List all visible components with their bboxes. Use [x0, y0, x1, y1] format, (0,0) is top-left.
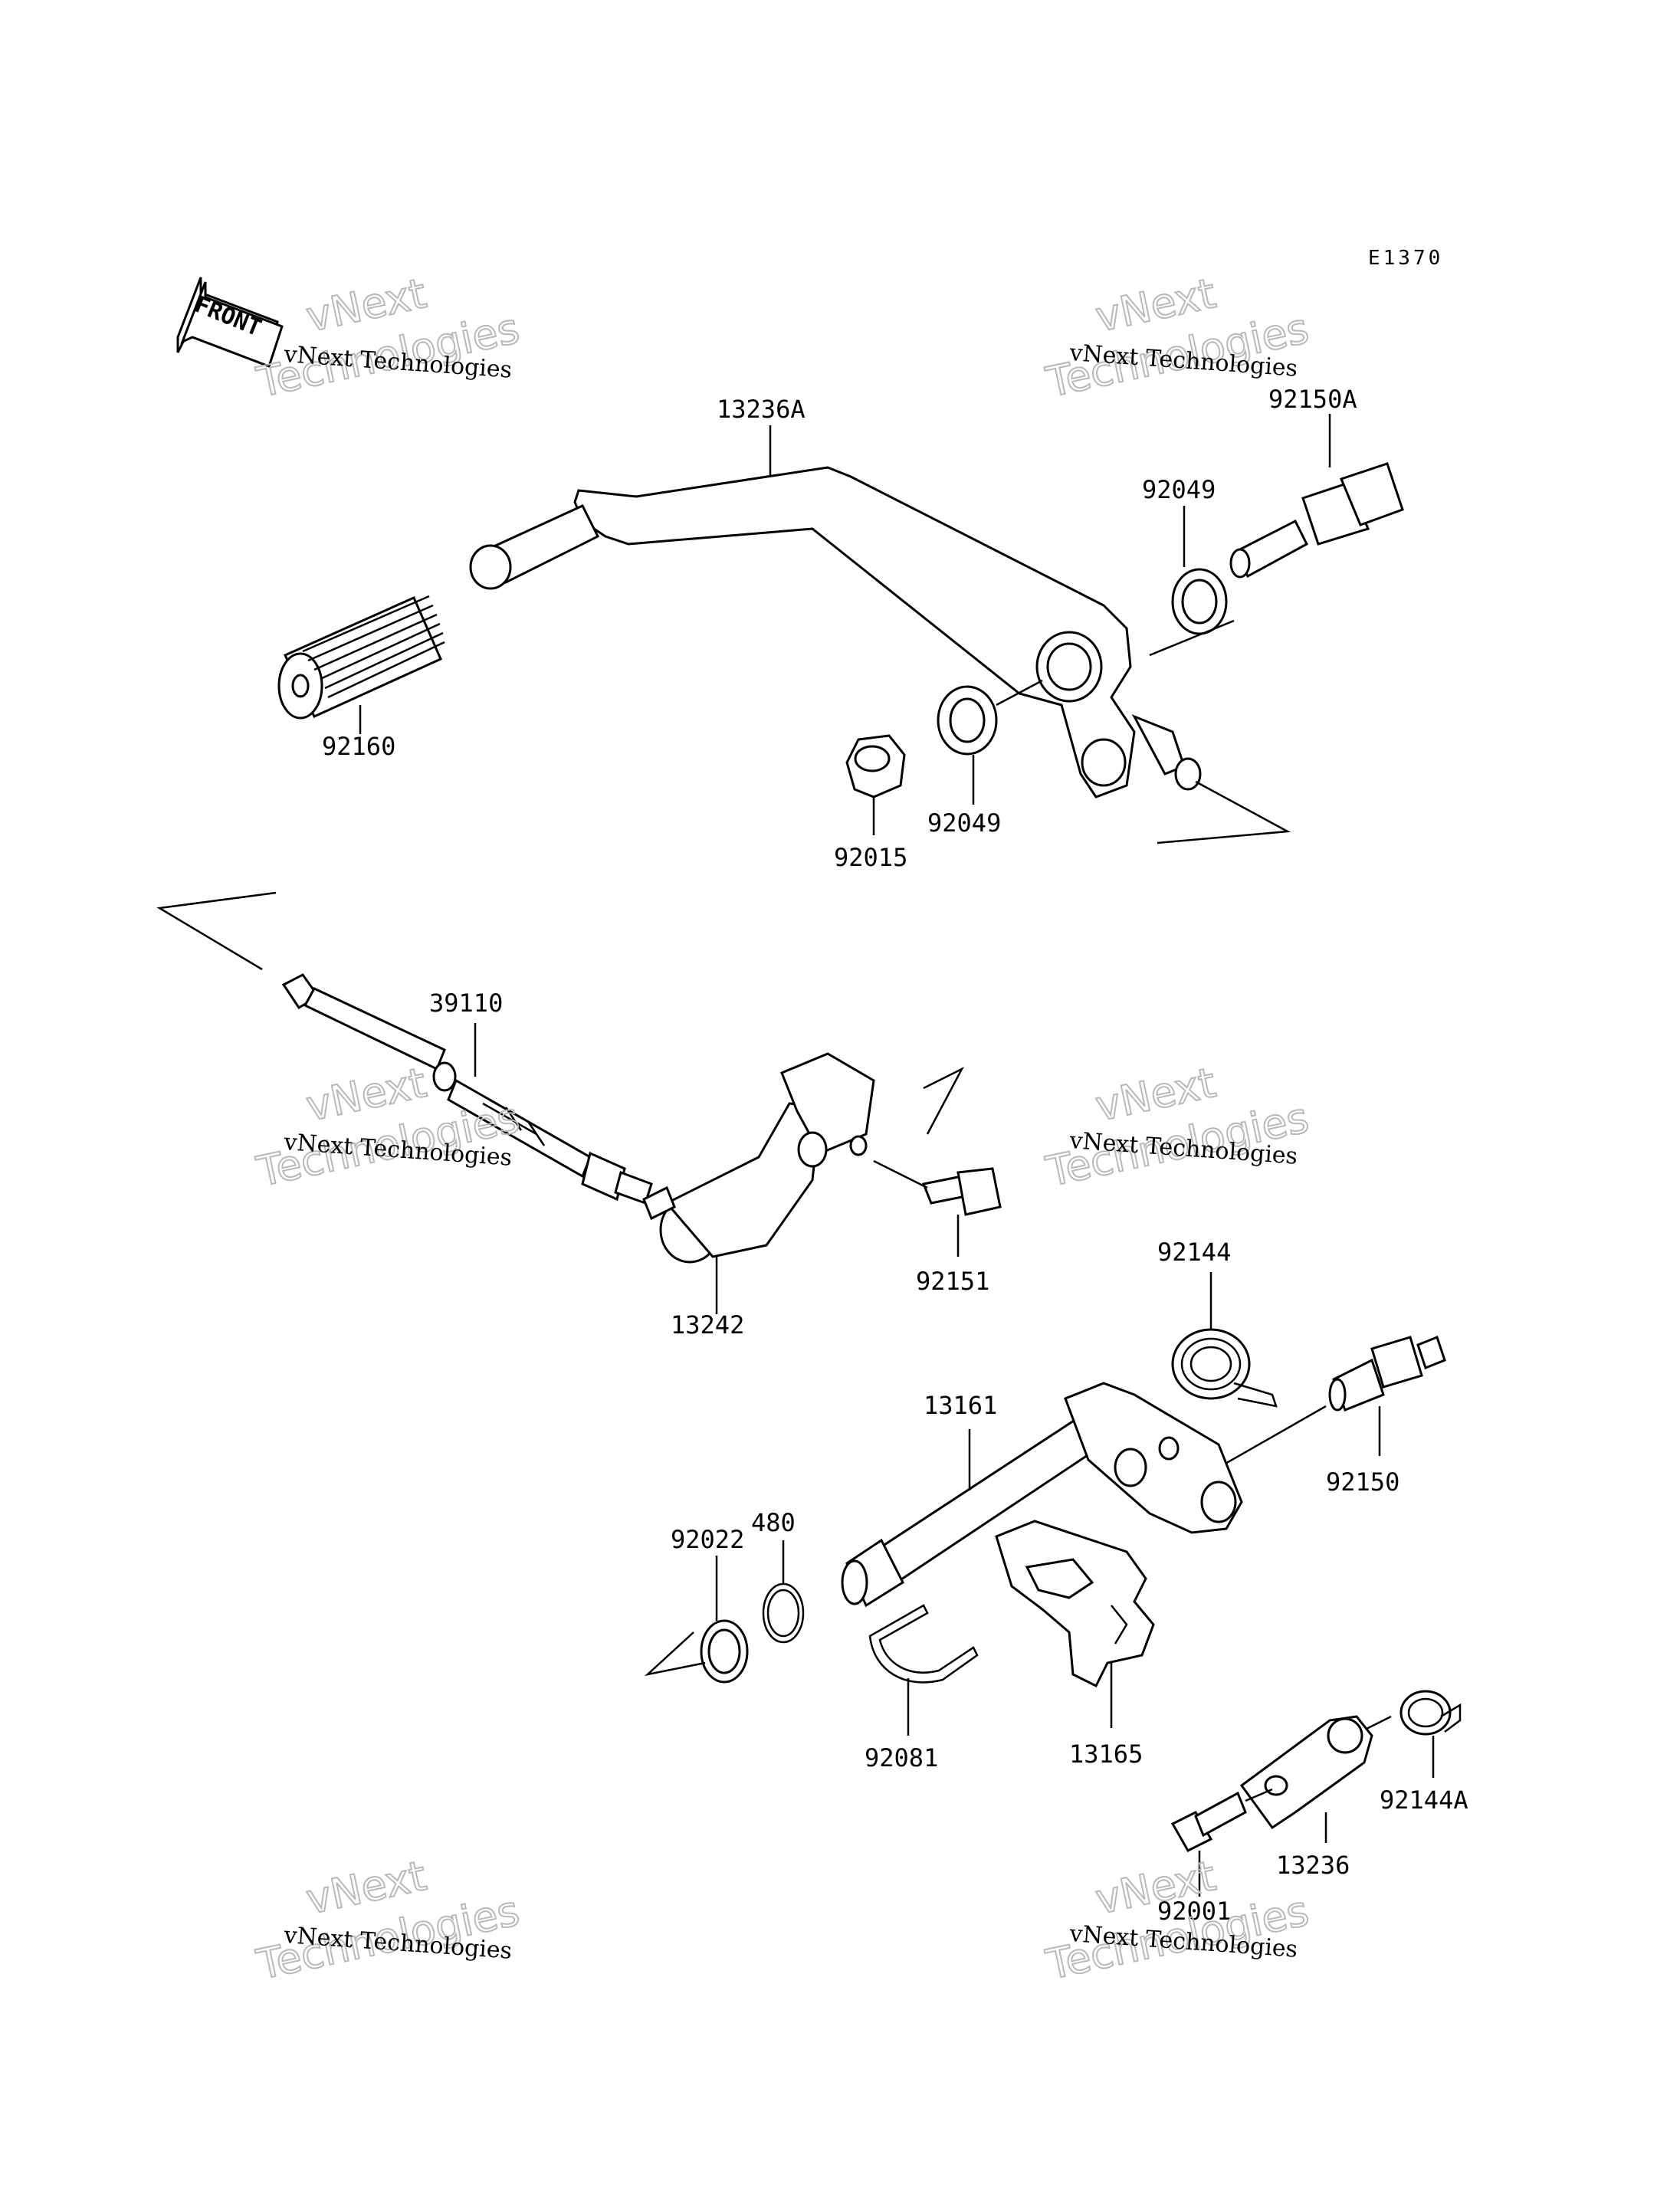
spring-stud	[1218, 1336, 1446, 1469]
part-label-92049-upper: 92049	[1142, 475, 1216, 504]
lever-arm	[1239, 1715, 1373, 1843]
part-label-13161: 13161	[924, 1391, 997, 1420]
clamp-bolt	[873, 1159, 1002, 1257]
circlip	[762, 1540, 805, 1644]
part-label-92049-lower: 92049	[927, 808, 1001, 838]
part-label-92151: 92151	[916, 1267, 989, 1296]
return-spring	[1171, 1272, 1278, 1408]
cap-nut	[845, 734, 906, 798]
watermark: vNext Technologies	[251, 268, 523, 408]
part-label-92001: 92001	[1157, 1897, 1231, 1926]
part-label-92022: 92022	[671, 1525, 744, 1554]
part-label-92160: 92160	[322, 732, 395, 761]
part-label-92015: 92015	[834, 843, 907, 872]
part-label-92144: 92144	[1157, 1238, 1231, 1267]
part-label-13236A: 13236A	[717, 395, 806, 424]
shaft-washer	[644, 1556, 749, 1684]
shift-rod	[156, 891, 653, 1205]
part-label-13236: 13236	[1276, 1851, 1350, 1880]
pedal-rubber	[277, 595, 445, 720]
part-label-13165: 13165	[1069, 1740, 1143, 1769]
part-label-480: 480	[751, 1508, 796, 1537]
small-spring	[1352, 1690, 1462, 1778]
part-label-92144A: 92144A	[1380, 1785, 1468, 1815]
part-labels: 13236A 92150A 92049 92160 92049 92015 39…	[322, 385, 1468, 1926]
pivot-bolt	[1229, 462, 1404, 579]
leader-lines-top	[359, 414, 1331, 844]
spring-clip	[868, 1604, 979, 1736]
part-label-92081: 92081	[865, 1743, 938, 1772]
part-label-13242: 13242	[671, 1310, 744, 1340]
part-label-39110: 39110	[429, 989, 503, 1018]
pedal-arm	[469, 466, 1202, 798]
guide-plate	[995, 1520, 1155, 1728]
front-arrow-icon: FRONT	[176, 277, 284, 368]
part-label-92150: 92150	[1326, 1467, 1399, 1497]
shift-lever	[642, 1052, 964, 1314]
shift-shaft	[841, 1382, 1243, 1608]
watermark-tiles: vNext Technologies vNext Technologies vN…	[251, 268, 1313, 1990]
part-label-92150A: 92150A	[1268, 385, 1357, 414]
diagram-code: E1370	[1368, 247, 1443, 270]
arm-bolt	[1170, 1788, 1273, 1897]
